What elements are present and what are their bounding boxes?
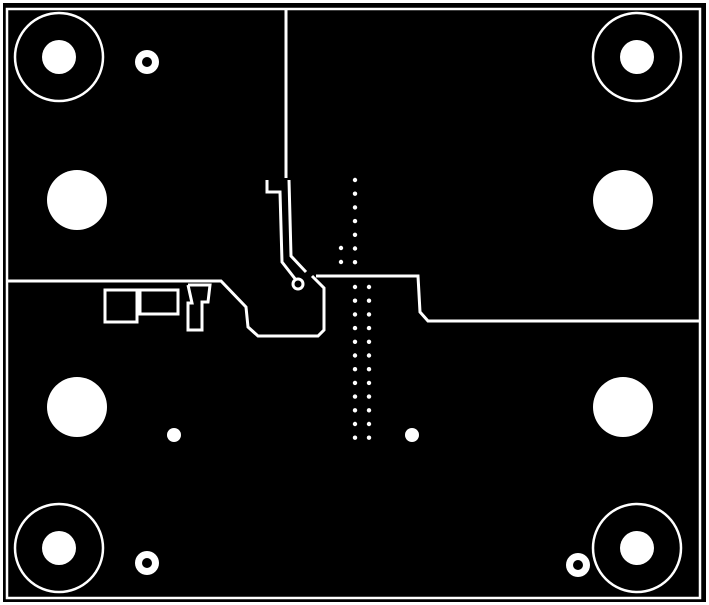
via: [352, 191, 358, 196]
via: [366, 408, 372, 413]
right-divider: [316, 274, 700, 323]
mounting-hole-ring: [13, 502, 105, 594]
middle-divider: [8, 274, 326, 338]
via: [338, 245, 344, 251]
via: [352, 284, 358, 290]
via: [366, 312, 372, 317]
via: [366, 353, 372, 358]
via: [352, 394, 358, 399]
pour-clearance-lines: [8, 10, 700, 338]
via: [352, 353, 358, 358]
via: [338, 259, 344, 265]
via: [366, 367, 372, 372]
mounting-hole: [42, 40, 76, 74]
via-pad-drill: [573, 560, 583, 570]
via: [352, 325, 358, 331]
holes: [13, 11, 683, 594]
via: [352, 421, 358, 427]
via: [352, 367, 358, 372]
component-pad-outline-2: [138, 288, 180, 316]
signal-trace-outline: [265, 180, 298, 281]
plated-hole: [47, 377, 107, 437]
via: [366, 284, 372, 290]
via: [352, 177, 358, 183]
via: [366, 298, 372, 303]
plated-hole: [593, 377, 653, 437]
via: [352, 218, 358, 224]
via-array: [338, 177, 372, 440]
via: [352, 246, 358, 251]
via: [352, 232, 358, 237]
via: [366, 339, 372, 344]
via: [366, 421, 372, 427]
via: [366, 394, 372, 399]
via: [352, 260, 358, 265]
via-pad-drill: [142, 558, 152, 568]
component-pad-outline-3: [186, 283, 212, 332]
via: [352, 205, 358, 210]
test-pad: [291, 277, 305, 291]
mounting-hole: [620, 40, 654, 74]
single-via: [167, 428, 181, 442]
via: [366, 325, 372, 331]
mounting-hole-ring: [13, 11, 105, 103]
plated-hole: [593, 170, 653, 230]
via: [352, 312, 358, 317]
via: [352, 339, 358, 344]
via: [352, 380, 358, 386]
mounting-hole-ring: [591, 11, 683, 103]
mounting-hole: [42, 531, 76, 565]
signal-trace-outline-2: [287, 179, 308, 274]
via: [352, 408, 358, 413]
via: [352, 298, 358, 303]
via: [366, 435, 372, 440]
mounting-hole: [620, 531, 654, 565]
mounting-hole-ring: [591, 502, 683, 594]
board-outline: [5, 7, 702, 600]
plated-hole: [47, 170, 107, 230]
via: [366, 380, 372, 386]
via: [352, 435, 358, 440]
component-pad-outline-1: [103, 288, 139, 324]
single-via: [405, 428, 419, 442]
via-pad-drill: [142, 57, 152, 67]
